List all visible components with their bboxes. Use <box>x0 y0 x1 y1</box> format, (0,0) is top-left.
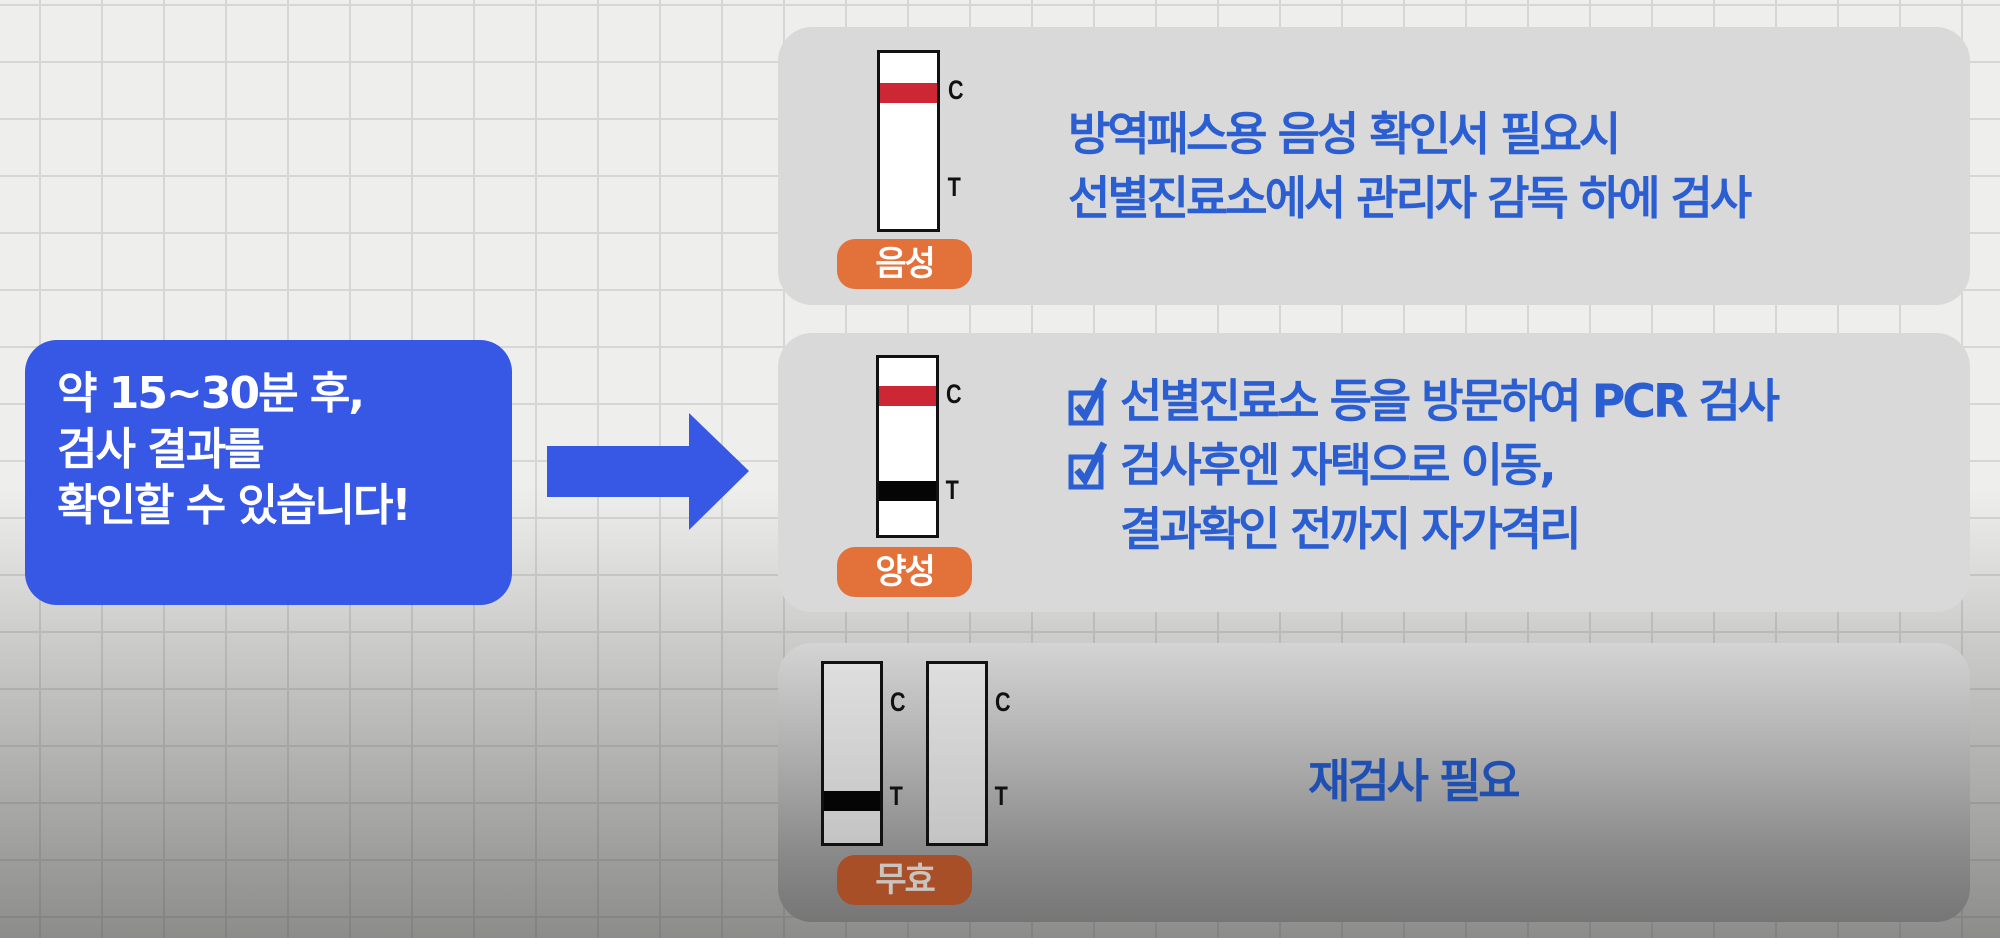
test-label: T <box>945 475 959 505</box>
test-strip <box>926 661 988 846</box>
control-line <box>879 386 936 406</box>
control-label: C <box>994 687 1011 717</box>
invalid-result-card: C T C T 무효 재검사 필요 <box>778 643 1970 922</box>
test-strip <box>821 661 883 846</box>
test-line <box>824 791 880 811</box>
checklist-continuation: 결과확인 전까지 자가격리 <box>1120 502 1582 556</box>
positive-checklist: 선별진료소 등을 방문하여 PCR 검사 검사후엔 자택으로 이동, 결과확인 … <box>1068 369 1780 561</box>
test-label: T <box>889 781 903 811</box>
checkbox-checked-icon <box>1068 377 1108 426</box>
control-label: C <box>947 75 964 105</box>
checkbox-checked-icon <box>1068 441 1108 490</box>
test-label: T <box>994 781 1008 811</box>
control-label: C <box>889 687 906 717</box>
info-line: 확인할 수 있습니다! <box>57 480 412 531</box>
control-label: C <box>945 379 962 409</box>
negative-description: 방역패스용 음성 확인서 필요시 선별진료소에서 관리자 감독 하에 검사 <box>1068 102 1752 230</box>
test-line <box>879 481 936 501</box>
info-line: 검사 결과를 <box>57 424 265 475</box>
result-time-info-box: 약 15~30분 후, 검사 결과를 확인할 수 있습니다! <box>25 340 512 605</box>
test-strip <box>877 50 940 232</box>
control-line <box>880 83 937 103</box>
checklist-item: 검사후엔 자택으로 이동, <box>1068 433 1777 497</box>
test-strip <box>876 355 939 538</box>
right-arrow-icon <box>547 413 749 530</box>
checklist-item: 선별진료소 등을 방문하여 PCR 검사 <box>1068 369 1780 433</box>
negative-badge: 음성 <box>837 239 972 289</box>
description-line: 선별진료소에서 관리자 감독 하에 검사 <box>1068 171 1752 225</box>
checklist-text: 검사후엔 자택으로 이동, <box>1120 438 1557 492</box>
invalid-badge: 무효 <box>837 855 972 905</box>
negative-result-card: C T 음성 방역패스용 음성 확인서 필요시 선별진료소에서 관리자 감독 하… <box>778 27 1970 305</box>
info-line: 약 15~30분 후, <box>57 368 365 419</box>
description-line: 방역패스용 음성 확인서 필요시 <box>1068 107 1621 161</box>
test-label: T <box>947 172 961 202</box>
positive-badge: 양성 <box>837 547 972 597</box>
invalid-description: 재검사 필요 <box>1308 754 1521 808</box>
positive-result-card: C T 양성 선별진료소 등을 방문하여 PCR 검사 검사후엔 자택으로 이동… <box>778 333 1970 612</box>
checklist-text: 선별진료소 등을 방문하여 PCR 검사 <box>1120 374 1780 428</box>
